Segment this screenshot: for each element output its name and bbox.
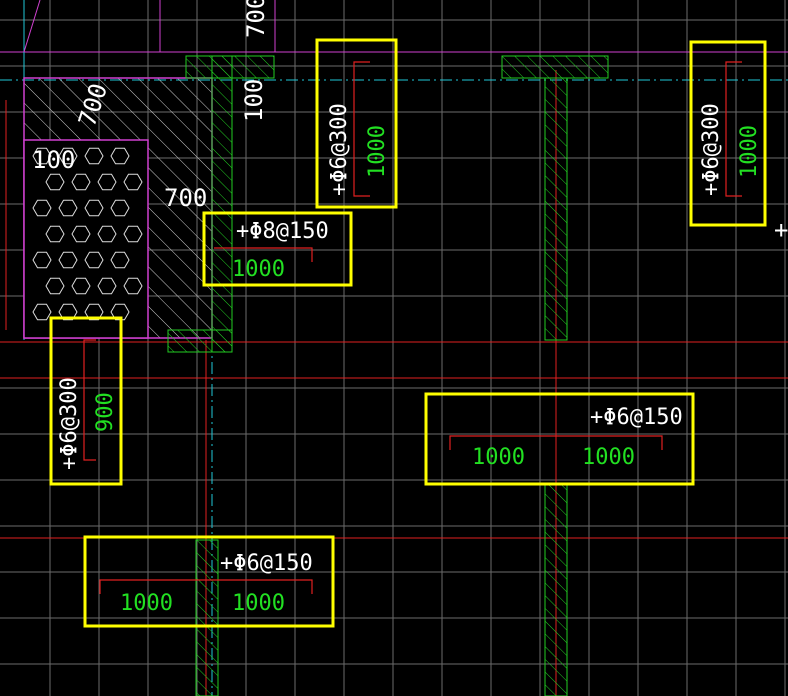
- rebar-length: 1000: [232, 257, 285, 282]
- rebar-spec: +Φ6@150: [220, 551, 313, 576]
- rebar-length-left: 1000: [472, 445, 525, 470]
- dim-700-mid: 700: [164, 184, 207, 212]
- edge-plus-mark: +: [774, 216, 788, 244]
- rebar-length: 1000: [365, 125, 390, 178]
- dim-700-top: 700: [242, 0, 270, 38]
- rebar-length-right: 1000: [582, 445, 635, 470]
- annotation-5[interactable]: +Φ6@150 1000 1000: [424, 392, 695, 486]
- annotation-4[interactable]: +Φ6@300 900: [49, 316, 123, 486]
- dim-100-wall: 100: [240, 79, 268, 122]
- dim-100-left: 100: [32, 146, 75, 174]
- annotation-3[interactable]: +Φ8@150 1000: [202, 211, 353, 287]
- rebar-length: 900: [93, 392, 118, 432]
- rebar-length-left: 1000: [120, 591, 173, 616]
- rebar-length: 1000: [737, 125, 762, 178]
- rebar-extent-lines: [83, 61, 742, 594]
- rebar-spec: +Φ6@300: [327, 103, 352, 196]
- rebar-spec: +Φ8@150: [236, 219, 329, 244]
- rebar-spec: +Φ6@300: [699, 103, 724, 196]
- rebar-length-right: 1000: [232, 591, 285, 616]
- rebar-spec: +Φ6@150: [590, 405, 683, 430]
- hexagon-infill: [32, 147, 143, 321]
- rebar-spec: +Φ6@300: [57, 377, 82, 470]
- annotation-2[interactable]: +Φ6@300 1000: [689, 40, 767, 227]
- shear-walls[interactable]: [167, 55, 609, 696]
- annotation-6[interactable]: +Φ6@150 1000 1000: [83, 535, 335, 628]
- annotation-1[interactable]: +Φ6@300 1000: [315, 38, 398, 209]
